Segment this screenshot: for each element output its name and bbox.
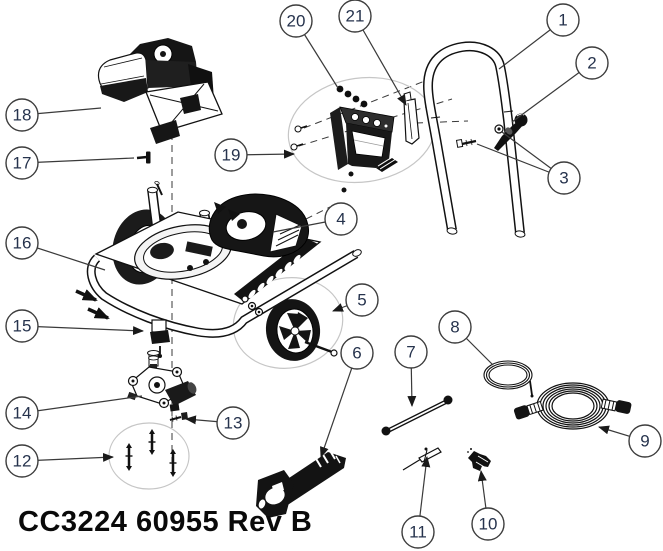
- stud-2: [148, 429, 156, 455]
- pump-assembly: [127, 350, 197, 412]
- callout-number: 7: [406, 343, 415, 362]
- callout-bubble: [214, 138, 248, 172]
- callout-18-engine: 18: [5, 98, 102, 132]
- panel-bracket: [403, 91, 420, 145]
- callout-1-handle-tube: 1: [498, 3, 580, 70]
- hose-fitting-left: [513, 400, 544, 420]
- wheel-kit: [241, 295, 338, 361]
- callout-number: 21: [346, 7, 365, 26]
- callout-bubble: [338, 0, 372, 33]
- callout-bubble: [5, 309, 39, 343]
- console-panel-assembly: [290, 85, 420, 193]
- leader-line: [320, 352, 358, 458]
- callout-2-knob-lever: 2: [511, 46, 609, 123]
- callout-4-belt-guard-cover: 4: [272, 202, 358, 236]
- stud-3: [169, 449, 177, 477]
- callout-number: 13: [224, 414, 243, 433]
- callout-bubble: [5, 444, 39, 478]
- callout-14-pump-assembly: 14: [5, 395, 143, 430]
- drawing-title: CC3224 60955 Rev B: [18, 506, 313, 538]
- callout-bubble: [401, 515, 435, 549]
- callout-number: 20: [287, 12, 306, 31]
- leader-line: [354, 15, 407, 106]
- callout-bubble: [5, 396, 39, 430]
- callout-9-high-pressure-hose: 9: [598, 424, 662, 458]
- lance-wand: [381, 395, 453, 436]
- callout-5-wheel-kit: 5: [332, 283, 379, 317]
- hose-fitting-right: [600, 398, 632, 414]
- callout-number: 19: [222, 146, 241, 165]
- callout-number: 9: [640, 432, 649, 451]
- callout-number: 15: [13, 317, 32, 336]
- callout-number: 5: [357, 291, 366, 310]
- stud-1: [125, 443, 133, 471]
- callout-13-pump-bolt: 13: [185, 406, 250, 440]
- callout-number: 1: [558, 11, 567, 30]
- callout-number: 18: [13, 106, 32, 125]
- pump-bolt: [169, 412, 188, 422]
- callout-bubble: [345, 283, 379, 317]
- callout-number: 6: [352, 344, 361, 363]
- callout-6-spray-gun: 6: [320, 336, 374, 458]
- callout-8-small-hose-loop: 8: [438, 310, 494, 366]
- callout-bubble: [216, 406, 250, 440]
- callout-10-nozzle-tip: 10: [471, 470, 505, 541]
- callout-number: 14: [13, 404, 32, 423]
- callout-number: 3: [559, 169, 568, 188]
- callout-bubble: [5, 226, 39, 260]
- callout-12-mounting-screws: 12: [5, 444, 114, 478]
- callout-3-handle-bolts: 3: [476, 131, 581, 195]
- callout-bubble: [340, 336, 374, 370]
- callout-bubble: [5, 146, 39, 180]
- callout-bubble: [438, 310, 472, 344]
- callout-7-lance-wand: 7: [394, 335, 428, 407]
- callout-21-panel-bracket: 21: [338, 0, 407, 106]
- knob-lever: [494, 113, 528, 151]
- callout-number: 4: [336, 210, 345, 229]
- callout-number: 16: [13, 234, 32, 253]
- callout-bubble: [324, 202, 358, 236]
- key-pin: [136, 151, 163, 196]
- panel-screws-dots: [336, 85, 368, 108]
- callout-number: 11: [409, 523, 427, 542]
- leader-line: [21, 157, 135, 164]
- callout-number: 17: [13, 154, 32, 173]
- engine: [97, 38, 223, 144]
- callout-17-key-pin: 17: [5, 146, 135, 180]
- callout-16-frame-cart: 16: [5, 226, 106, 271]
- callout-bubble: [546, 3, 580, 37]
- nozzle-tip: [467, 448, 491, 471]
- callout-bubble: [628, 424, 662, 458]
- high-pressure-hose: [513, 382, 632, 430]
- small-hose-loop: [483, 360, 534, 398]
- support-foot: [150, 319, 170, 358]
- callout-bubble: [5, 98, 39, 132]
- handle-tube: [422, 41, 526, 238]
- callout-number: 2: [587, 54, 596, 73]
- console-panel: [330, 106, 398, 193]
- callout-number: 10: [479, 515, 498, 534]
- callout-number: 12: [13, 452, 32, 471]
- side-screws: [290, 125, 308, 151]
- callout-15-support-foot: 15: [5, 309, 144, 343]
- callout-bubble: [394, 335, 428, 369]
- spray-gun: [256, 448, 346, 518]
- leader-line: [21, 325, 144, 336]
- callout-11-cleaning-needle-tool: 11: [401, 456, 435, 549]
- cleaning-needle-tool: [402, 447, 442, 471]
- callout-19-console-panel-assembly: 19: [214, 138, 295, 172]
- callout-bubble: [575, 46, 609, 80]
- callout-bubble: [471, 507, 505, 541]
- callout-20-panel-screws: 20: [279, 4, 339, 89]
- handle-bolts: [455, 124, 504, 148]
- leader-line: [21, 395, 143, 414]
- mounting-screws: [125, 429, 177, 477]
- callout-number: 8: [450, 318, 459, 337]
- callout-bubble: [279, 4, 313, 38]
- screws-blob: [108, 422, 190, 490]
- belt-guard-cover: [208, 193, 309, 258]
- callout-bubble: [547, 161, 581, 195]
